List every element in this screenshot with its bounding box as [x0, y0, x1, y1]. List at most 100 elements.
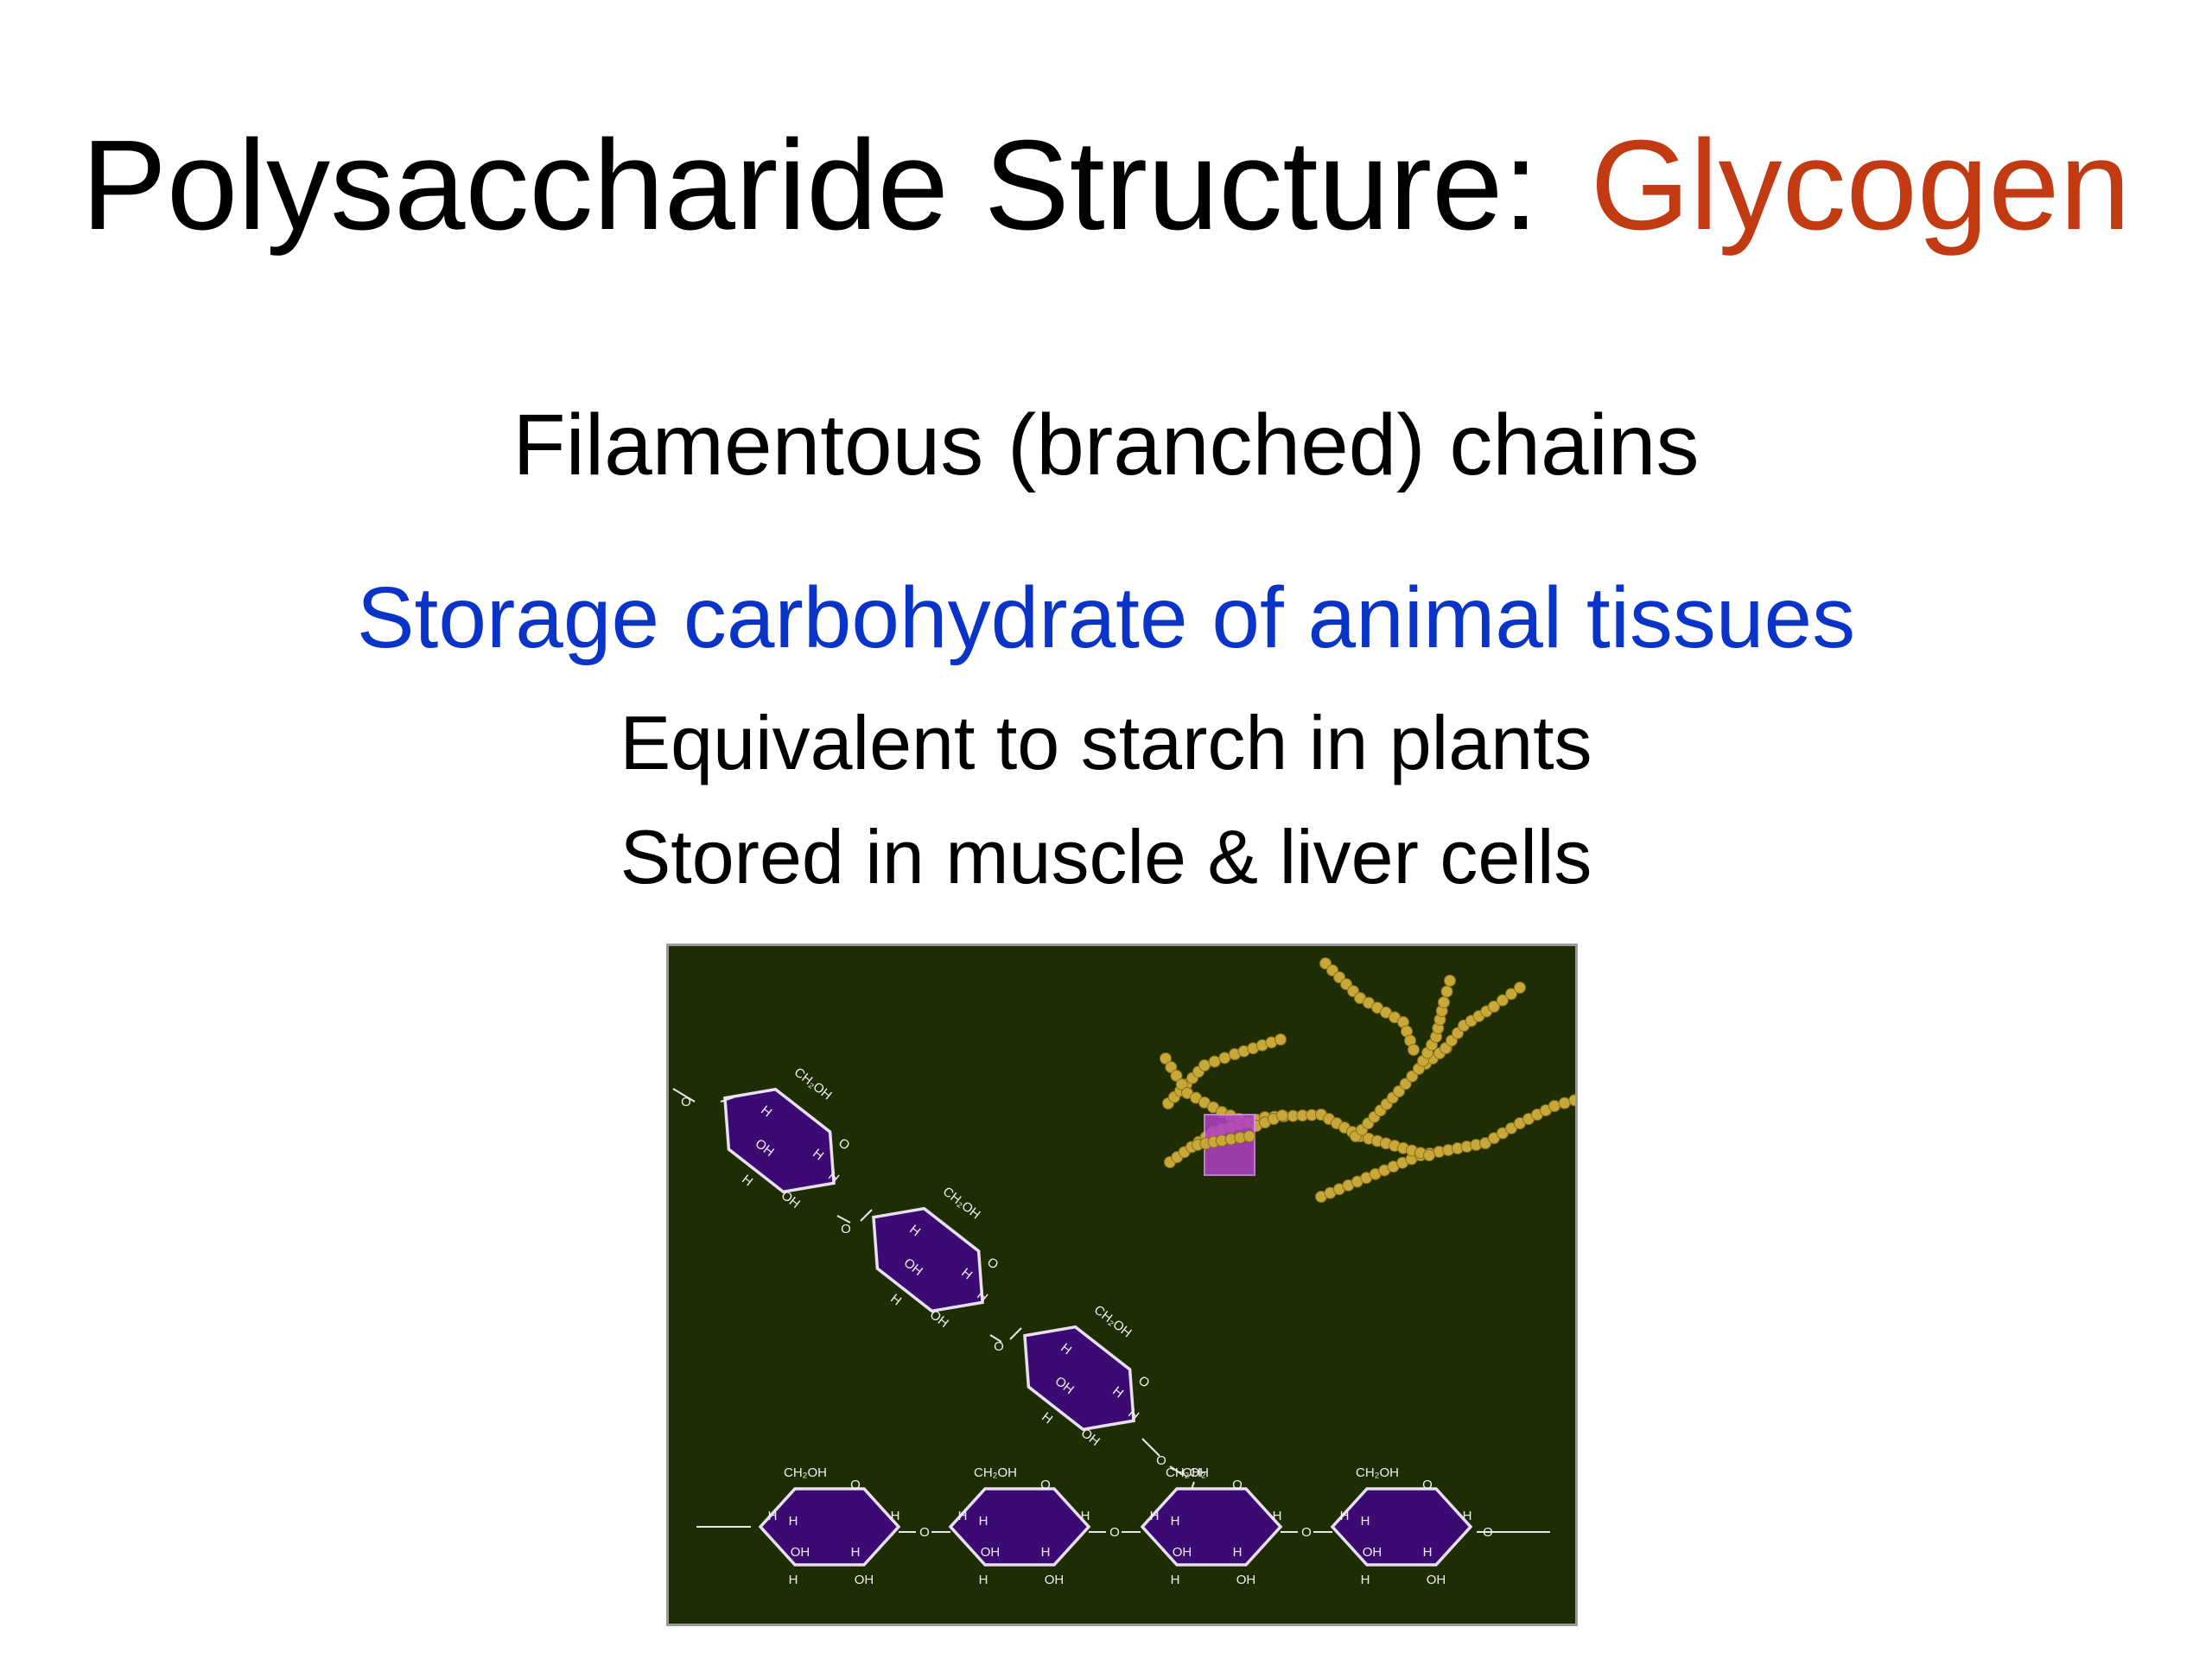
h-label: H [979, 1514, 988, 1529]
glucose-bead [1488, 1001, 1500, 1013]
h-label: H [1233, 1545, 1243, 1560]
glucose-bead [1568, 1094, 1575, 1107]
h-label: H [1423, 1545, 1433, 1560]
bullet-equivalent: Equivalent to starch in plants [620, 700, 1592, 785]
glucose-bead [1438, 996, 1450, 1008]
oh-label: OH [791, 1545, 810, 1560]
chain-lower [1315, 1094, 1575, 1203]
ring-oxygen-label: O [1422, 1478, 1433, 1492]
glycosidic-bond [836, 1215, 851, 1224]
oh-label: OH [1427, 1573, 1446, 1587]
oh-label: OH [855, 1573, 874, 1587]
glucose-bead [1165, 1061, 1178, 1073]
branched-chain-model [1160, 957, 1575, 1203]
bullet-filamentous: Filamentous (branched) chains [512, 397, 1700, 493]
glycosidic-bond [1141, 1438, 1160, 1457]
bottom-ring-2 [948, 1487, 1091, 1567]
h-label: H [1150, 1509, 1160, 1523]
o-link-label: O [841, 1222, 851, 1236]
glycosidic-bond [989, 1334, 1002, 1343]
h-label: H [1340, 1509, 1350, 1523]
chain-branch-top [1319, 957, 1420, 1056]
glucose-bead [1198, 1059, 1211, 1071]
glucose-bead [1558, 1096, 1571, 1109]
chain-highlighted [1192, 1130, 1255, 1151]
h-label: H [789, 1514, 798, 1529]
bottom-ring-4 [1330, 1487, 1473, 1567]
o-link-label: O [1156, 1453, 1166, 1468]
ring-oxygen-label: O [1232, 1478, 1243, 1492]
glycosidic-bond [720, 1096, 734, 1103]
h-label: H [851, 1545, 861, 1560]
h-label: H [979, 1573, 988, 1587]
bottom-ring-1 [758, 1487, 901, 1567]
ch2oh-label: CH₂OH [974, 1465, 1017, 1480]
glucose-bead [1175, 1078, 1188, 1090]
diagonal-ring-2 [872, 1206, 984, 1313]
bottom-ring-3 [1140, 1487, 1283, 1567]
ring-oxygen-label: O [850, 1478, 861, 1492]
glucose-ring-shape [948, 1487, 1091, 1567]
glucose-bead [1514, 982, 1526, 994]
oh-label: OH [1236, 1573, 1256, 1587]
glucose-bead [1160, 1052, 1172, 1065]
h-label: H [1041, 1545, 1051, 1560]
glucose-bead [1423, 1149, 1435, 1161]
h-label: H [1273, 1509, 1282, 1523]
oh-label: OH [1045, 1573, 1065, 1587]
glucose-bead [1408, 1044, 1420, 1056]
glucose-bead [1505, 988, 1517, 1001]
glucose-ring-shape [723, 1087, 836, 1194]
glucose-ring-shape [1330, 1487, 1473, 1567]
glucose-bead [1170, 1070, 1183, 1082]
glucose-ring-shape [1023, 1325, 1135, 1432]
ch2-label: CH₂ [1182, 1465, 1206, 1480]
glycosidic-bond [672, 1088, 696, 1103]
diagonal-ring-1 [723, 1087, 836, 1194]
ch2oh-label: CH₂OH [1356, 1465, 1399, 1480]
h-label: H [1081, 1509, 1090, 1523]
h-label: H [768, 1509, 778, 1523]
diagonal-ring-3 [1023, 1325, 1135, 1432]
glycosidic-bond [1169, 1465, 1184, 1476]
ring-oxygen-label: O [1040, 1478, 1051, 1492]
glucose-bead [1274, 1033, 1287, 1046]
ch2oh-label: CH₂OH [784, 1465, 827, 1480]
title-main: Polysaccharide Structure: [81, 114, 1539, 257]
glucose-bead [1218, 1052, 1231, 1065]
glucose-bead [1276, 1109, 1288, 1122]
h-label: H [1463, 1509, 1472, 1523]
glycosidic-bond [860, 1209, 873, 1222]
glucose-bead [1497, 994, 1509, 1007]
h-label: H [958, 1509, 968, 1523]
glucose-bead [1444, 975, 1456, 987]
h-label: H [789, 1573, 798, 1587]
h-label: H [1171, 1514, 1180, 1529]
o-link-label: O [919, 1525, 930, 1540]
glucose-bead [1208, 1055, 1221, 1068]
bullet-stored: Stored in muscle & liver cells [620, 814, 1592, 899]
bullet-storage: Storage carbohydrate of animal tissues [356, 569, 1856, 666]
glucose-ring-shape [758, 1487, 901, 1567]
glucose-ring-shape [872, 1206, 984, 1313]
o-link-label: O [1109, 1525, 1120, 1540]
chain-branch-right [1440, 982, 1526, 1054]
chain-branch-up [1413, 975, 1456, 1075]
h-label: H [1361, 1573, 1370, 1587]
glucose-ring-shape [1140, 1487, 1283, 1567]
h-label: H [1171, 1573, 1180, 1587]
oh-label: OH [981, 1545, 1001, 1560]
h-label: H [891, 1509, 900, 1523]
o-link-label: O [1483, 1525, 1493, 1540]
glucose-bead [1440, 985, 1453, 998]
glucose-bead [1548, 1100, 1560, 1112]
h-label: H [1361, 1514, 1370, 1529]
glycosidic-bond [1009, 1327, 1022, 1340]
slide-title: Polysaccharide Structure:Glycogen [0, 112, 2212, 259]
ch2oh-label: CH₂OH [1166, 1465, 1209, 1480]
o-link-label: O [994, 1339, 1004, 1354]
glucose-bead [1243, 1130, 1255, 1142]
oh-label: OH [1173, 1545, 1192, 1560]
